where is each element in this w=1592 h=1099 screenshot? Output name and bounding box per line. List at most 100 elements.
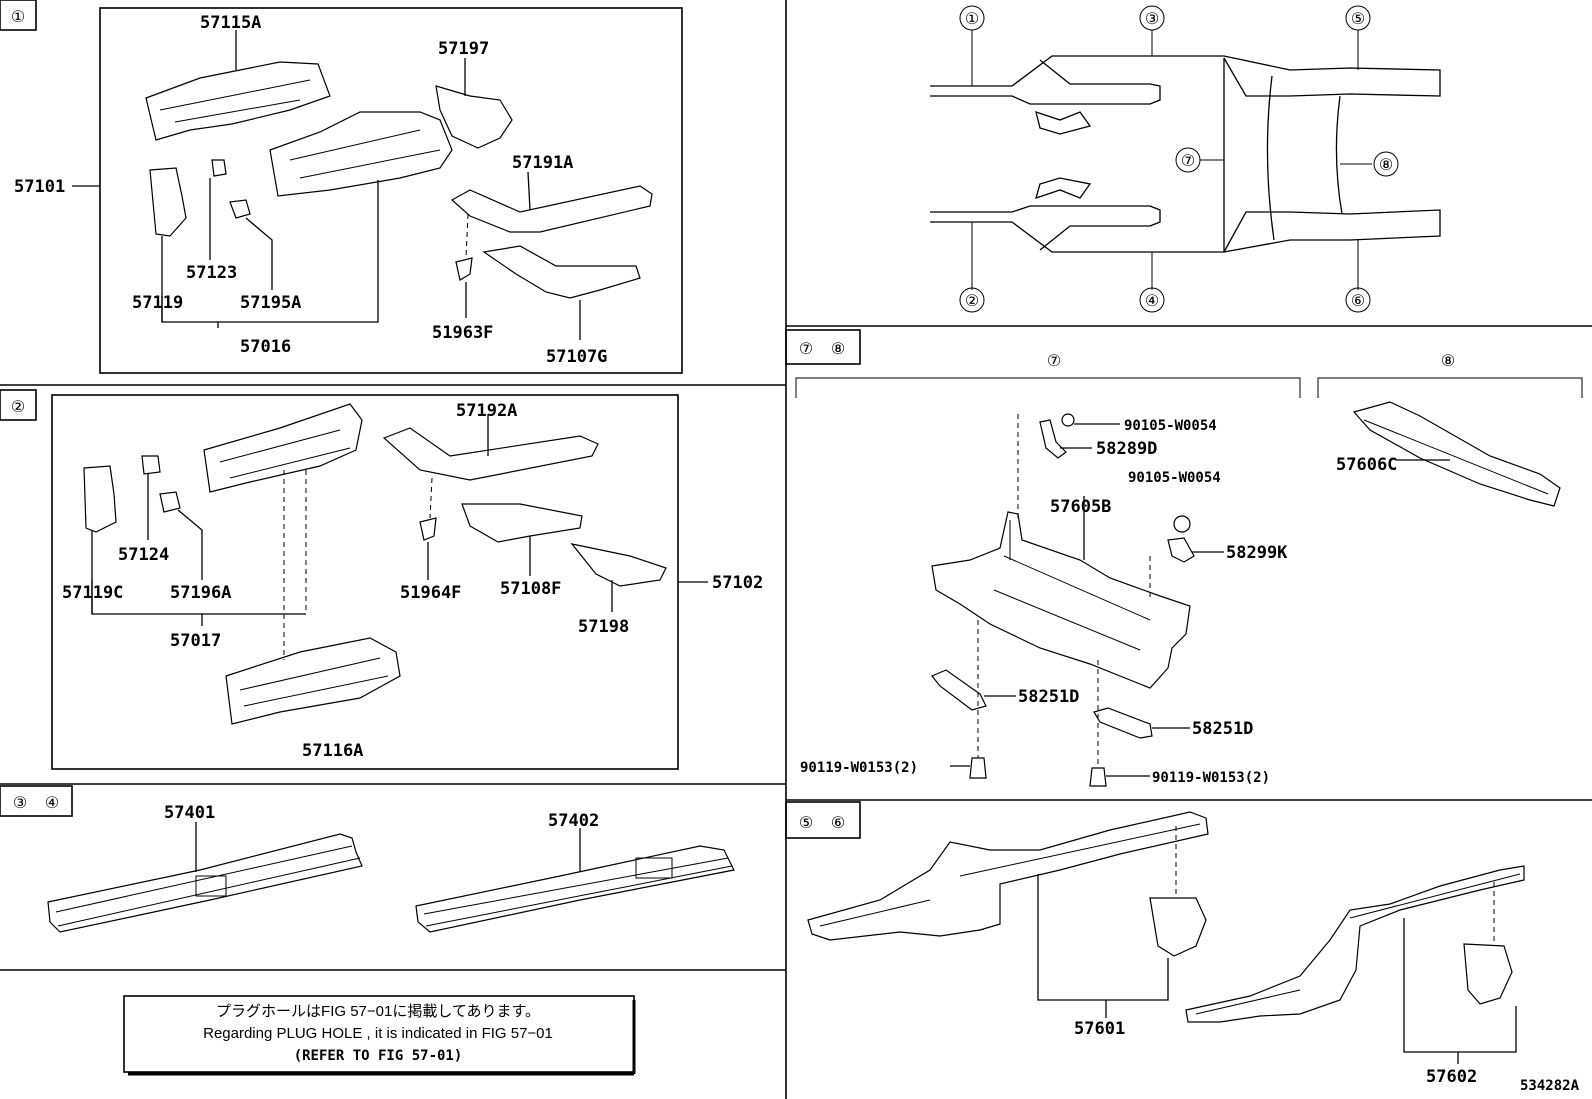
overview-marker-4-label: ④: [1145, 291, 1159, 310]
overview-marker-3-label: ③: [1145, 9, 1159, 28]
part-label-57605B: 57605B: [1050, 497, 1111, 517]
overview-marker-1: [959, 5, 985, 31]
note-box: プラグホールはFIG 57−01に掲載してあります。 Regarding PLU…: [123, 995, 636, 1076]
overview-marker-3: [1139, 5, 1165, 31]
part-57606C-shape: [1352, 401, 1561, 507]
part-label-57198: 57198: [578, 617, 629, 637]
bolt-90105-upper-shape: [1061, 413, 1075, 427]
section-7-tag: ⑦: [799, 339, 813, 358]
part-57115A-shape: [145, 61, 331, 141]
part-57198-shape: [570, 543, 667, 587]
part-label-57606C: 57606C: [1336, 455, 1397, 475]
section-6-tag: ⑥: [831, 813, 845, 832]
part-label-57102: 57102: [712, 573, 763, 593]
part-label-90119-W0153-right: 90119-W0153(2): [1152, 770, 1270, 786]
part-label-58251D-left: 58251D: [1018, 687, 1079, 707]
section-5-tag: ⑤: [799, 813, 813, 832]
part-label-51964F: 51964F: [400, 583, 461, 603]
part-57017-shape: [203, 403, 363, 493]
part-label-57101: 57101: [14, 177, 65, 197]
part-57124-shape: [141, 455, 161, 475]
overview-marker-1-label: ①: [965, 9, 979, 28]
section-4-tag: ④: [45, 793, 59, 812]
part-57601-shape: [807, 811, 1209, 941]
part-57601-bracket-shape: [1149, 897, 1207, 957]
part-label-57116A: 57116A: [302, 741, 363, 761]
part-57401-shape: [47, 833, 363, 933]
part-51963F-shape: [455, 257, 473, 281]
overview-marker-7: [1175, 147, 1201, 173]
frame-overview: ① ② ③ ④ ⑤ ⑥ ⑦ ⑧: [930, 5, 1441, 313]
section-1: ① 57101 57115A 57197 57191A 57123 57119: [0, 0, 683, 374]
figure-id: 534282A: [1520, 1078, 1580, 1094]
overview-marker-6-label: ⑥: [1351, 291, 1365, 310]
part-label-58299K: 58299K: [1226, 543, 1288, 563]
part-label-57192A: 57192A: [456, 401, 517, 421]
section-5-6: ⑤ ⑥ 57601 57602 534282A: [785, 801, 1580, 1094]
part-57191A-shape: [450, 185, 653, 233]
part-58299K-shape: [1167, 537, 1195, 563]
part-label-57602: 57602: [1426, 1067, 1477, 1087]
part-57108F-shape: [461, 503, 583, 543]
part-57192A-shape: [382, 427, 599, 481]
part-label-57601: 57601: [1074, 1019, 1125, 1039]
overview-marker-7-label: ⑦: [1181, 151, 1195, 170]
part-58251D-left-shape: [931, 669, 987, 711]
part-label-90105-W0054-lower: 90105-W0054: [1128, 470, 1221, 486]
bolt-90105-lower-shape: [1173, 515, 1191, 533]
part-label-57016: 57016: [240, 337, 291, 357]
part-57197-shape: [435, 85, 513, 149]
part-label-57197: 57197: [438, 39, 489, 59]
part-58289D-shape: [1039, 419, 1067, 459]
part-label-57115A: 57115A: [200, 13, 261, 33]
part-57016-shape: [269, 111, 453, 197]
part-label-58251D-right: 58251D: [1192, 719, 1253, 739]
part-57195A-shape: [229, 199, 251, 219]
note-line-english: Regarding PLUG HOLE , it is indicated in…: [203, 1025, 553, 1042]
note-line-refer: (REFER TO FIG 57-01): [294, 1048, 463, 1064]
part-label-57402: 57402: [548, 811, 599, 831]
part-label-90105-W0054-upper: 90105-W0054: [1124, 418, 1217, 434]
section-3-tag: ③: [13, 793, 27, 812]
part-51964F-shape: [419, 517, 437, 541]
part-label-57123: 57123: [186, 263, 237, 283]
part-57119-shape: [149, 167, 187, 237]
part-57602-shape: [1185, 865, 1525, 1023]
part-57605B-shape: [931, 511, 1191, 689]
part-label-57401: 57401: [164, 803, 215, 823]
part-57602-bracket-shape: [1463, 943, 1513, 1005]
part-label-90119-W0153-left: 90119-W0153(2): [800, 760, 918, 776]
part-label-57107G: 57107G: [546, 347, 607, 367]
note-line-japanese: プラグホールはFIG 57−01に掲載してあります。: [216, 1003, 540, 1020]
part-label-57191A: 57191A: [512, 153, 573, 173]
part-57119C-shape: [83, 465, 117, 533]
overview-marker-6: [1345, 287, 1371, 313]
part-label-57124: 57124: [118, 545, 169, 565]
subgroup-8-label: ⑧: [1441, 351, 1455, 370]
overview-frame-outline: [930, 55, 1441, 97]
overview-marker-5: [1345, 5, 1371, 31]
section-2: ② 57102 57192A 57124 57119C 57196A 57017…: [0, 389, 763, 770]
overview-marker-2: [959, 287, 985, 313]
section-7-8: ⑦ ⑧ ⑦ ⑧ 90105-W0054 58289D: [785, 329, 1583, 787]
section-8-tag: ⑧: [831, 339, 845, 358]
subgroup-7-label: ⑦: [1047, 351, 1061, 370]
section-2-tag: ②: [11, 397, 25, 416]
part-label-57196A: 57196A: [170, 583, 231, 603]
overview-marker-2-label: ②: [965, 291, 979, 310]
part-label-57119: 57119: [132, 293, 183, 313]
part-label-57017: 57017: [170, 631, 221, 651]
part-57107G-shape: [482, 245, 641, 299]
part-57402-shape: [415, 845, 735, 933]
bolt-90119-right-shape: [1089, 767, 1107, 787]
part-57196A-shape: [159, 491, 181, 513]
part-label-58289D: 58289D: [1096, 439, 1157, 459]
part-57116A-shape: [225, 637, 401, 725]
overview-marker-8-label: ⑧: [1379, 155, 1393, 174]
overview-marker-8: [1373, 151, 1399, 177]
bolt-90119-left-shape: [969, 757, 987, 779]
part-label-57195A: 57195A: [240, 293, 301, 313]
part-label-57119C: 57119C: [62, 583, 123, 603]
